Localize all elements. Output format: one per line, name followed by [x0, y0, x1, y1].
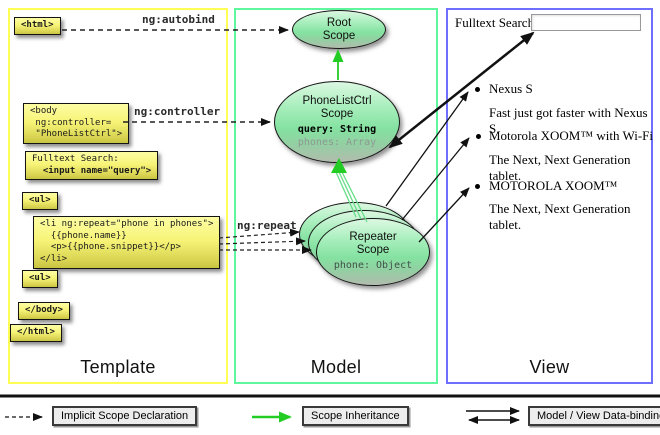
root-scope-title: Root Scope — [322, 16, 356, 42]
legend-scope-inheritance-label: Scope Inheritance — [302, 406, 409, 426]
label-ng-repeat: ng:repeat — [237, 219, 297, 232]
model-panel: Model — [234, 8, 438, 384]
view-panel-title: View — [529, 357, 570, 377]
repeater-scope-ellipse-front: Repeater Scope phone: Object — [316, 218, 430, 286]
repeater-prop-phone: phone: Object — [333, 260, 413, 272]
view-item-snippet: The Next, Next Generation tablet. — [489, 152, 631, 183]
phonelistctrl-prop-query: query: String — [297, 124, 377, 136]
code-ul-open: <ul> — [22, 192, 58, 210]
label-ng-controller: ng:controller — [134, 105, 221, 118]
legend-data-binding-label: Model / View Data-binding — [528, 406, 660, 426]
bullet-icon — [475, 87, 480, 92]
phonelistctrl-scope-title: PhoneListCtrl Scope — [302, 94, 372, 120]
view-item-snippet: The Next, Next Generation tablet. — [489, 201, 631, 232]
code-fulltext-label: Fulltext Search: — [32, 154, 119, 164]
bullet-icon — [475, 184, 480, 189]
model-panel-title: Model — [310, 357, 362, 377]
phonelistctrl-prop-phones: phones: Array — [297, 136, 377, 148]
view-search-label: Fulltext Search: — [455, 15, 538, 30]
code-fulltext-input: <input name="query"> — [32, 165, 152, 176]
code-ul-close: <ul> — [22, 270, 58, 288]
code-body-close: </body> — [18, 302, 70, 320]
view-item-title: Nexus S — [489, 81, 533, 96]
legend-implicit-scope-label: Implicit Scope Declaration — [52, 406, 198, 426]
code-html-close: </html> — [10, 324, 62, 342]
phonelistctrl-scope-ellipse: PhoneListCtrl Scope query: String phones… — [274, 81, 400, 163]
bullet-icon — [476, 134, 481, 139]
code-fulltext: Fulltext Search: <input name="query"> — [25, 151, 159, 181]
view-panel: View — [446, 8, 653, 384]
label-ng-autobind: ng:autobind — [142, 13, 215, 26]
template-panel-title: Template — [80, 357, 156, 377]
repeater-scope-title: Repeater Scope — [349, 231, 397, 257]
fulltext-search-input[interactable] — [531, 14, 641, 31]
code-li-repeat: <li ng:repeat="phone in phones"> {{phone… — [33, 216, 221, 269]
code-html-open: <html> — [14, 17, 61, 35]
code-body-open: <body ng:controller= "PhoneListCtrl"> — [23, 103, 130, 145]
root-scope-ellipse: Root Scope — [292, 10, 386, 49]
view-item-title: MOTOROLA XOOM™ — [489, 178, 618, 193]
view-item-title: Motorola XOOM™ with Wi-Fi — [489, 128, 654, 143]
